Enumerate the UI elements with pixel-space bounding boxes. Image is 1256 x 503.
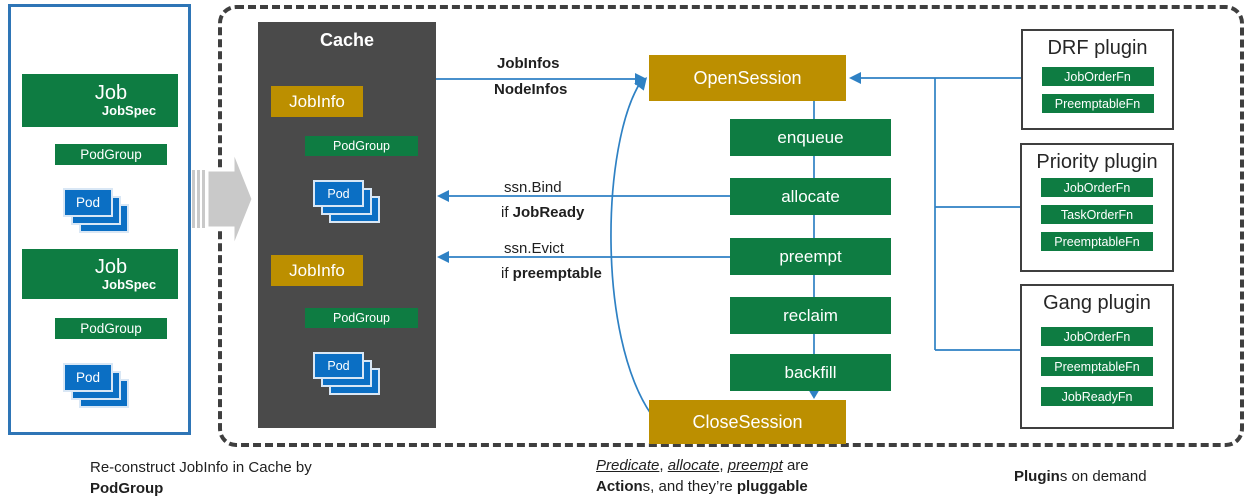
nodeinfos-label: NodeInfos [494,81,568,98]
fn-pill: JobReadyFn [1041,387,1153,406]
if-preemptable-label: if preemptable [501,265,602,282]
caption-middle-line2: Actions, and they’re pluggable [596,476,809,497]
action-bold: Action [596,478,643,495]
caption-text: s, and they’re [642,478,737,495]
ssn-bind-label: ssn.Bind [504,179,562,196]
cache-pod-stack-2: Pod [313,352,380,395]
caption-left-line1: Re-construct JobInfo in Cache by [90,459,312,476]
if-prefix: if [501,204,513,221]
if-jobready-label: if JobReady [501,204,584,221]
plugin-title: Priority plugin [1036,151,1158,173]
fn-pill: PreemptableFn [1041,357,1153,376]
caption-right: Plugins on demand [1014,466,1147,487]
plugin-box-priority: Priority plugin JobOrderFn TaskOrderFn P… [1020,143,1174,272]
action-reclaim: reclaim [730,297,891,334]
preempt-word: preempt [727,457,783,474]
jobspec-label: JobSpec [101,103,157,119]
jobready-bold: JobReady [512,204,585,221]
podgroup-box-2: PodGroup [55,318,167,339]
pipeline-down-arrowhead [808,389,820,399]
bind-arrowhead [437,190,449,202]
ssn-evict-label: ssn.Evict [504,240,565,257]
job-title: Job [94,82,128,105]
job-box-2: Job JobSpec [22,249,178,299]
plugin-box-gang: Gang plugin JobOrderFn PreemptableFn Job… [1020,284,1174,429]
action-enqueue: enqueue [730,119,891,156]
opensession-box: OpenSession [649,55,846,101]
separator: , [719,457,728,474]
pod-box-2: Pod [63,363,113,392]
jobinfos-label: JobInfos [497,55,560,72]
fn-pill: TaskOrderFn [1041,205,1153,224]
action-allocate: allocate [730,178,891,215]
caption-middle: Predicate, allocate, preempt are Actions… [596,455,809,497]
podgroup-box-1: PodGroup [55,144,167,165]
cache-pod-2: Pod [313,352,364,379]
fn-pill: JobOrderFn [1041,327,1153,346]
closesession-box: CloseSession [649,400,846,444]
evict-arrowhead [437,251,449,263]
curve-arrowhead [634,77,647,91]
fn-pill: JobOrderFn [1041,178,1153,197]
cache-pod-1: Pod [313,180,364,207]
pluggable-bold: pluggable [736,478,808,495]
caption-left-line2: PodGroup [90,480,164,497]
big-gray-arrow [192,148,255,250]
job-box-1: Job JobSpec [22,74,178,127]
action-preempt: preempt [730,238,891,275]
predicate-word: Predicate [596,457,660,474]
action-backfill: backfill [730,354,891,391]
closesession-to-opensession-curve [610,82,652,415]
if-prefix: if [501,265,513,282]
plugin-title: DRF plugin [1047,37,1148,59]
jobinfo-box-1: JobInfo [271,86,363,117]
fn-pill: JobOrderFn [1041,67,1154,86]
cache-pod-stack-1: Pod [313,180,380,223]
cache-podgroup-2: PodGroup [305,308,418,328]
cache-podgroup-1: PodGroup [305,136,418,156]
are-word: are [782,457,809,474]
pod-stack-2: Pod [63,363,129,408]
plugin-title: Gang plugin [1043,292,1151,314]
preemptable-bold: preemptable [512,265,602,282]
caption-middle-line1: Predicate, allocate, preempt are [596,455,809,476]
plugin-box-drf: DRF plugin JobOrderFn PreemptableFn [1021,29,1174,130]
caption-left: Re-construct JobInfo in Cache by PodGrou… [90,457,312,499]
allocate-word: allocate [667,457,720,474]
pod-box-1: Pod [63,188,113,217]
fn-pill: PreemptableFn [1041,232,1153,251]
jobspec-label: JobSpec [101,276,157,292]
pod-stack-1: Pod [63,188,129,233]
job-title: Job [94,255,128,278]
plugin-bold: Plugin [1014,468,1060,485]
separator: , [659,457,668,474]
cache-title: Cache [319,30,375,50]
caption-text: s on demand [1059,468,1147,485]
fn-pill: PreemptableFn [1041,94,1154,113]
plugins-bus-arrowhead [849,72,861,84]
plugins-bus-line [851,77,1021,351]
jobinfo-box-2: JobInfo [271,255,363,286]
